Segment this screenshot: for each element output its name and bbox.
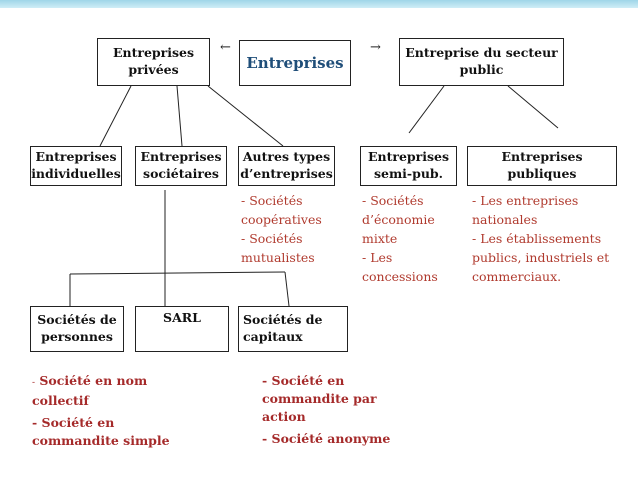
box-sarl: SARL xyxy=(135,306,229,352)
list-item: publics, industriels et xyxy=(472,250,610,265)
note-societe-en-commandite-par-action: - Société en commandite par action xyxy=(262,373,377,424)
list-item: nationales xyxy=(472,212,538,227)
arrow-right-icon: → xyxy=(370,40,381,55)
list-semi-pub: - Sociétés d’économie mixte - Les conces… xyxy=(362,191,438,286)
list-item: concessions xyxy=(362,269,438,284)
notes-societes-de-capitaux: - Société en commandite par action - Soc… xyxy=(262,372,422,452)
box-autres-types: Autres types d’entreprises xyxy=(238,146,335,186)
connector-private-societaires xyxy=(176,85,183,147)
box-societes-de-personnes: Sociétés de personnes xyxy=(30,306,124,352)
list-item: mutualistes xyxy=(241,250,315,265)
note-societe-en-commandite-simple: - Société en commandite simple xyxy=(32,415,170,448)
list-item: commerciaux. xyxy=(472,269,562,284)
root-title: Entreprises xyxy=(246,53,344,72)
list-item: - Les entreprises xyxy=(472,193,579,208)
box-societes-de-capitaux: Sociétés de capitaux xyxy=(238,306,348,352)
note-text: Société en nom collectif xyxy=(32,373,148,408)
list-item: - Sociétés xyxy=(362,193,424,208)
connector-private-autres xyxy=(207,85,284,147)
decorative-top-bar xyxy=(0,0,638,8)
note-dash: - xyxy=(32,378,36,388)
connector-public-publiques xyxy=(507,85,559,129)
list-publiques: - Les entreprises nationales - Les établ… xyxy=(472,191,609,286)
box-entreprises-publiques: Entreprises publiques xyxy=(467,146,617,186)
notes-societes-de-personnes: - Société en nom collectif - Société en … xyxy=(32,372,172,454)
connector-to-capitaux xyxy=(284,271,290,307)
note-societe-anonyme: - Société anonyme xyxy=(262,431,391,446)
list-item: mixte xyxy=(362,231,398,246)
box-entreprise-secteur-public: Entreprise du secteur public xyxy=(399,38,564,86)
connector-private-individuelles xyxy=(99,85,132,147)
list-item: coopératives xyxy=(241,212,322,227)
arrow-left-icon: ← xyxy=(220,40,231,55)
box-entreprises-privees: Entreprises privées xyxy=(97,38,210,86)
box-entreprises-individuelles: Entreprises individuelles xyxy=(30,146,122,186)
box-entreprises-semi-pub: Entreprises semi-pub. xyxy=(360,146,457,186)
list-item: - Sociétés xyxy=(241,231,303,246)
box-entreprises-societaires: Entreprises sociétaires xyxy=(135,146,227,186)
connector-public-semipub xyxy=(408,85,445,134)
list-item: - Les xyxy=(362,250,393,265)
list-item: - Les établissements xyxy=(472,231,602,246)
note-societe-en-nom-collectif: - Société en nom collectif xyxy=(32,372,172,410)
connector-horizontal xyxy=(69,271,286,275)
list-autres-types: - Sociétés coopératives - Sociétés mutua… xyxy=(241,191,322,267)
list-item: d’économie xyxy=(362,212,435,227)
box-entreprises-root: Entreprises xyxy=(239,40,351,86)
list-item: - Sociétés xyxy=(241,193,303,208)
